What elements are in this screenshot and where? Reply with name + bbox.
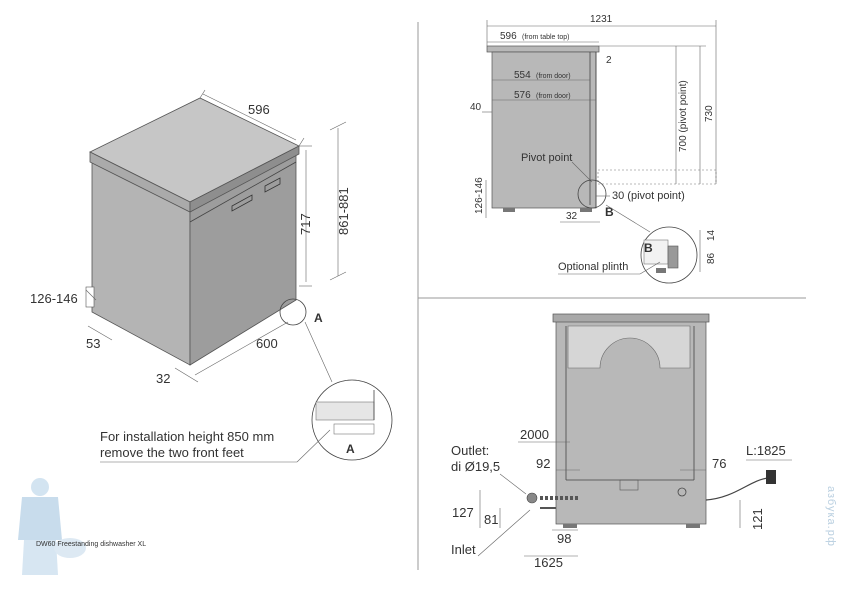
iso-plinth-depth: 53 [86,336,100,351]
rear-hose-2000: 2000 [520,427,549,442]
zoom-b-marker: B [644,241,653,255]
iso-height-range: 861-881 [336,187,351,235]
plumber-logo [18,478,86,575]
side-total-depth: 1231 [590,14,613,25]
side-top-width-note: (from table top) [522,34,569,41]
rear-cable-length: L:1825 [746,443,786,458]
iso-width-596: 596 [248,102,270,117]
side-height-730: 730 [704,105,715,122]
side-top-width: 596 [500,31,517,42]
isometric-view: 596 717 861-881 126-146 53 600 32 A A [30,89,393,461]
side-depth-554: 554 [514,70,531,81]
rear-dim-81: 81 [484,512,498,527]
note-line-2: remove the two front feet [100,445,244,460]
side-plinth-height: 126-146 [474,177,485,214]
rear-view: Outlet: di Ø19,5 2000 92 76 L:1825 127 8… [451,313,792,570]
note-line-1: For installation height 850 mm [100,429,274,444]
side-detail-marker: B [605,205,614,219]
side-view: 1231 596 (from table top) 2 554 (from do… [470,14,717,284]
rear-outlet-label: Outlet: [451,443,489,458]
product-caption: DW60 Freestanding dishwasher XL [36,541,146,548]
side-pivot-30: 30 (pivot point) [612,190,685,202]
rear-dim-92: 92 [536,456,550,471]
rear-dim-127: 127 [452,505,474,520]
side-dim-14: 14 [706,229,717,241]
rear-inlet-label: Inlet [451,542,476,557]
zoom-detail-marker: A [346,442,355,456]
iso-detail-marker: A [314,311,323,325]
side-depth-576-note: (from door) [536,93,571,100]
side-offset-40: 40 [470,102,482,113]
side-gap-top: 2 [606,55,612,66]
iso-depth-600: 600 [256,336,278,351]
rear-hose-1625: 1625 [534,555,563,570]
rear-outlet-dia: di Ø19,5 [451,459,500,474]
watermark: азбука.рф [825,486,837,547]
side-depth-554-note: (from door) [536,73,571,80]
rear-dim-121: 121 [750,508,765,530]
side-depth-576: 576 [514,90,531,101]
iso-height-717: 717 [298,213,313,235]
side-height-700: 700 (pivot point) [678,80,689,152]
side-foot-offset: 32 [566,211,578,222]
iso-foot-offset: 32 [156,371,170,386]
iso-plinth-height: 126-146 [30,291,78,306]
installation-note: For installation height 850 mm remove th… [100,429,331,463]
side-pivot-label: Pivot point [521,152,572,164]
side-dim-86: 86 [706,252,717,264]
rear-dim-98: 98 [557,531,571,546]
rear-dim-76: 76 [712,456,726,471]
side-plinth-label: Optional plinth [558,261,628,273]
